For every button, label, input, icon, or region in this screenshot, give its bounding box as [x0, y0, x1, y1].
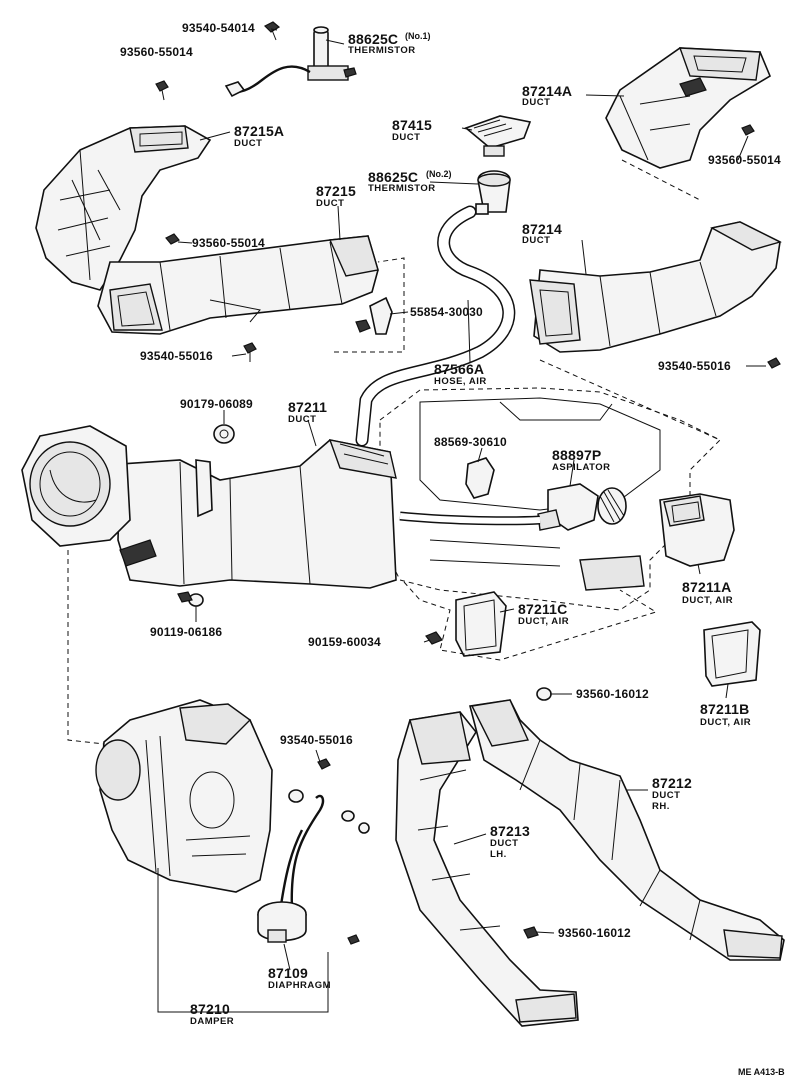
screw-93560-55014-b — [741, 124, 755, 136]
label-93560-55014-b: 93560-55014 — [708, 153, 781, 167]
duct-87211c — [455, 591, 507, 657]
label-87211: 87211 — [288, 399, 328, 415]
duct-87215 — [97, 235, 379, 335]
label-87415-desc: DUCT — [392, 132, 421, 143]
label-87211c-desc: DUCT, AIR — [518, 616, 570, 627]
label-87214a: 87214A — [522, 83, 573, 99]
label-90159-60034: 90159-60034 — [308, 635, 381, 649]
screw-93560-55014-c — [165, 233, 180, 245]
grommet-90179-06089 — [213, 424, 235, 444]
label-87210: 87210 — [190, 1001, 230, 1017]
label-87214a-desc: DUCT — [522, 97, 551, 108]
label-87214-desc: DUCT — [522, 235, 551, 246]
screw-93540-55016-c — [317, 758, 331, 770]
label-88625c-no1-desc: THERMISTOR — [348, 45, 416, 56]
label-87211b-desc: DUCT, AIR — [700, 717, 752, 728]
screw-93560-16012-b — [523, 926, 539, 939]
label-87566a-desc: HOSE, AIR — [434, 376, 487, 387]
screw-93560-16012-a — [536, 687, 552, 701]
label-88897p: 88897P — [552, 447, 602, 463]
label-88625c-no1: 88625C — [348, 31, 399, 47]
duct-87213 — [395, 711, 579, 1027]
label-88897p-desc: ASPILATOR — [552, 462, 611, 473]
thermistor-no1 — [224, 26, 357, 98]
label-88625c-no1-sup: (No.1) — [405, 31, 431, 41]
duct-87211a — [659, 493, 735, 567]
hose-87566a — [355, 205, 516, 447]
blower-housing — [21, 425, 131, 547]
label-93560-55014-a: 93560-55014 — [120, 45, 193, 59]
screw-93540-55016-b — [767, 357, 781, 369]
label-87213: 87213 — [490, 823, 530, 839]
bracket-55854-30030 — [355, 296, 393, 335]
label-93540-54014: 93540-54014 — [182, 21, 255, 35]
screw-93540-55016-a — [243, 342, 257, 362]
label-87211-desc: DUCT — [288, 414, 317, 425]
duct-87212 — [469, 699, 785, 961]
label-87215a-desc: DUCT — [234, 138, 263, 149]
label-87415: 87415 — [392, 117, 432, 133]
clip-88569-30610 — [465, 457, 495, 499]
screw-93560-55014-a — [155, 80, 169, 101]
label-87211a: 87211A — [682, 579, 732, 595]
label-93540-55016-c: 93540-55016 — [280, 733, 353, 747]
label-87109: 87109 — [268, 965, 308, 981]
duct-87214 — [529, 221, 782, 353]
label-90179-06089: 90179-06089 — [180, 397, 253, 411]
label-93540-55016-a: 93540-55016 — [140, 349, 213, 363]
cap-87415 — [464, 115, 532, 157]
label-87215a: 87215A — [234, 123, 285, 139]
aspirator-88897p — [399, 483, 627, 531]
screw-90159-60034 — [425, 631, 443, 645]
duct-87215a — [35, 125, 212, 291]
label-93540-55016-b: 93540-55016 — [658, 359, 731, 373]
label-93560-55014-c: 93560-55014 — [192, 236, 265, 250]
duct-87211b — [703, 621, 761, 687]
label-87213-desc: DUCT — [490, 838, 519, 849]
label-55854-30030: 55854-30030 — [410, 305, 483, 319]
label-87214: 87214 — [522, 221, 562, 237]
screw-90119-06186 — [177, 591, 204, 607]
label-87215-desc: DUCT — [316, 198, 345, 209]
duct-87214a — [605, 47, 772, 169]
screw-93540-54014 — [263, 21, 281, 41]
label-87566a: 87566A — [434, 361, 485, 377]
label-87211a-desc: DUCT, AIR — [682, 595, 734, 606]
label-87211c: 87211C — [518, 601, 568, 617]
label-87213-desc2: LH. — [490, 849, 507, 860]
damper-87210 — [95, 699, 273, 893]
label-88569-30610: 88569-30610 — [434, 435, 507, 449]
page-code: ME A413-B — [738, 1067, 785, 1077]
label-88625c-no2: 88625C — [368, 169, 419, 185]
label-93560-16012-a: 93560-16012 — [576, 687, 649, 701]
label-87212-desc: DUCT — [652, 790, 681, 801]
diaphragm-87109 — [257, 789, 370, 945]
label-88625c-no2-desc: THERMISTOR — [368, 183, 436, 194]
label-87211b: 87211B — [700, 701, 750, 717]
duct-87211 — [117, 439, 397, 589]
label-87109-desc: DIAPHRAGM — [268, 980, 332, 991]
label-87212-desc2: RH. — [652, 801, 670, 812]
label-88625c-no2-sup: (No.2) — [426, 169, 452, 179]
label-87215: 87215 — [316, 183, 356, 199]
label-87212: 87212 — [652, 775, 692, 791]
label-90119-06186: 90119-06186 — [150, 625, 223, 639]
label-87210-desc: DAMPER — [190, 1016, 235, 1027]
label-93560-16012-b: 93560-16012 — [558, 926, 631, 940]
thermistor-no2 — [475, 170, 511, 215]
